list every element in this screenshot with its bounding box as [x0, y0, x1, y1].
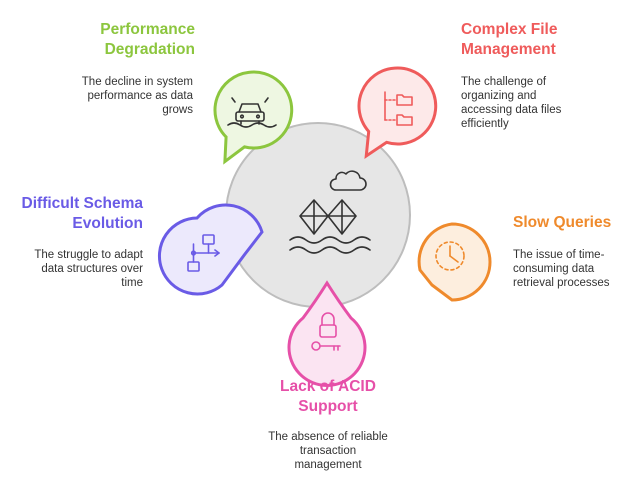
- queries-title: Slow Queries: [513, 213, 611, 233]
- queries-title-line: Slow Queries: [513, 214, 612, 231]
- performance-description: The decline in system performance as dat…: [82, 75, 193, 117]
- acid-desc-line: transaction: [299, 445, 357, 457]
- schema-desc-line: The struggle to adapt: [34, 249, 143, 261]
- file-desc-line: organizing and: [461, 90, 537, 102]
- schema-title: Difficult Schema Evolution: [22, 194, 143, 234]
- acid-title-line: Lack of ACID: [280, 378, 376, 395]
- file-node: [357, 66, 438, 159]
- slow-timer-icon: [435, 241, 465, 271]
- file-description: The challenge of organizing and accessin…: [461, 75, 561, 131]
- queries-desc-line: consuming data: [513, 263, 595, 275]
- folder-tree-icon: [384, 91, 413, 126]
- performance-title: Performance Degradation: [100, 20, 195, 60]
- file-title-line: Management: [461, 41, 556, 58]
- acid-desc-line: management: [294, 459, 362, 471]
- lock-key-icon: [311, 312, 341, 351]
- queries-node: [417, 222, 492, 302]
- sailboat-icon: [299, 199, 357, 235]
- schema-description: The struggle to adapt data structures ov…: [34, 248, 143, 290]
- acid-node: [287, 280, 367, 387]
- cloud-icon: [329, 170, 367, 191]
- schema-desc-line: data structures over: [41, 263, 143, 275]
- acid-title-line: Support: [298, 398, 358, 415]
- performance-desc-line: The decline in system: [81, 76, 193, 88]
- performance-desc-line: performance as data: [87, 90, 193, 102]
- schema-title-line: Evolution: [72, 215, 143, 232]
- workflow-icon: [187, 234, 220, 272]
- waves-icon: [289, 236, 371, 254]
- acid-title: Lack of ACID Support: [230, 377, 426, 417]
- performance-desc-line: grows: [162, 104, 193, 116]
- file-desc-line: accessing data files: [461, 104, 562, 116]
- schema-desc-line: time: [121, 277, 143, 289]
- file-desc-line: The challenge of: [461, 76, 547, 88]
- queries-desc-line: The issue of time-: [513, 249, 605, 261]
- center-circle: [225, 122, 411, 308]
- schema-title-line: Difficult Schema: [21, 195, 143, 212]
- performance-node: [213, 70, 294, 165]
- performance-title-line: Performance: [100, 21, 195, 38]
- schema-node: [157, 203, 264, 296]
- acid-description: The absence of reliable transaction mana…: [228, 430, 428, 472]
- file-desc-line: efficiently: [461, 118, 509, 130]
- file-title: Complex File Management: [461, 20, 557, 60]
- performance-title-line: Degradation: [104, 41, 195, 58]
- file-title-line: Complex File: [461, 21, 558, 38]
- queries-description: The issue of time- consuming data retrie…: [513, 248, 610, 290]
- acid-desc-line: The absence of reliable: [268, 431, 388, 443]
- queries-desc-line: retrieval processes: [513, 277, 610, 289]
- sinking-car-icon: [227, 97, 277, 128]
